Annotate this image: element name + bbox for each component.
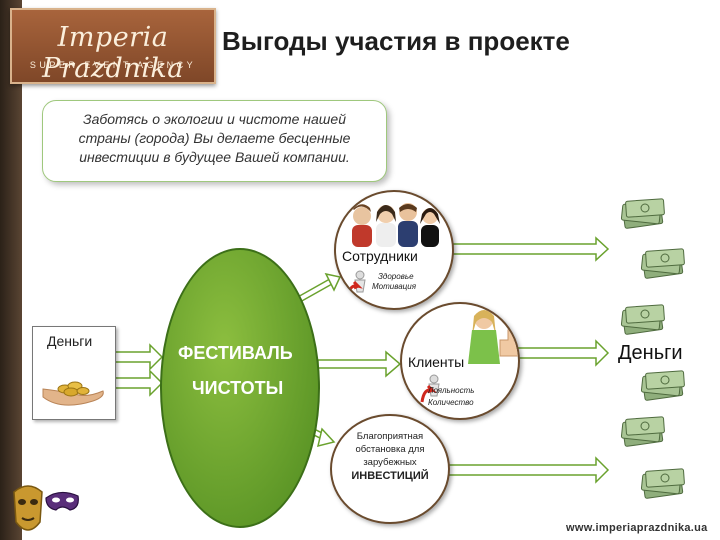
festival-ellipse xyxy=(160,248,320,528)
arrow-employees-to-money xyxy=(451,236,610,262)
festival-line-1: ФЕСТИВАЛЬ xyxy=(178,343,293,363)
investment-node: Благоприятная обстановка для зарубежных … xyxy=(330,414,450,524)
intro-line-2: страны (города) Вы делаете бесценные xyxy=(78,130,351,146)
money-stack-icon xyxy=(620,414,666,448)
arrow-money-to-festival-bottom xyxy=(111,369,164,397)
left-money-label: Деньги xyxy=(47,333,93,349)
employees-node: Сотрудники Здоровье Мотивация xyxy=(334,190,454,310)
right-money-label: Деньги xyxy=(618,342,683,364)
logo-tagline: SUPER EVENT AGENCY xyxy=(29,60,197,70)
logo-name: Imperia Prazdnika xyxy=(42,22,184,84)
growth-figure-icon xyxy=(420,374,440,403)
intro-line-3: инвестиции в будущее Вашей компании. xyxy=(79,149,350,165)
clients-benefit-1: Лояльность xyxy=(428,386,475,395)
employees-benefit-1: Здоровье xyxy=(378,272,414,281)
employees-benefit-2: Мотивация xyxy=(372,282,416,291)
arrow-festival-to-employees xyxy=(296,272,342,304)
left-decor-band xyxy=(0,0,22,540)
carnival-masks-icon xyxy=(13,485,79,531)
website-url: www.imperiaprazdnika.ua xyxy=(566,522,708,534)
money-stack-icon xyxy=(620,302,666,336)
money-stack-icon xyxy=(620,196,666,230)
people-group-icon xyxy=(352,203,440,247)
employees-label: Сотрудники xyxy=(342,248,418,264)
investment-line-1: Благоприятная xyxy=(356,431,424,442)
clients-benefit-2: Количество xyxy=(428,398,474,407)
arrow-investment-to-money xyxy=(447,456,610,484)
money-stack-icon xyxy=(640,368,686,402)
left-money-box: Деньги xyxy=(32,326,116,420)
investment-line-3: зарубежных xyxy=(363,457,417,468)
page-title: Выгоды участия в проекте xyxy=(222,26,570,56)
intro-box: Заботясь о экологии и чистоте нашей стра… xyxy=(42,100,387,182)
growth-figure-icon xyxy=(346,270,366,297)
money-stack-icon xyxy=(640,466,686,500)
coins-in-hand-icon xyxy=(42,381,104,406)
arrow-money-to-festival-top xyxy=(111,343,164,371)
clients-label: Клиенты xyxy=(408,354,465,370)
investment-line-4: ИНВЕСТИЦИЙ xyxy=(351,470,429,482)
clients-node: Клиенты Лояльность Количество xyxy=(400,302,520,420)
festival-line-2: ЧИСТОТЫ xyxy=(192,378,284,398)
investment-text: Благоприятная обстановка для зарубежных … xyxy=(332,430,448,483)
money-stack-icon xyxy=(640,246,686,280)
company-logo: Imperia Prazdnika SUPER EVENT AGENCY xyxy=(10,8,216,84)
thumbs-up-person-icon xyxy=(468,310,518,364)
investment-line-2: обстановка для xyxy=(355,444,425,455)
intro-line-1: Заботясь о экологии и чистоте нашей xyxy=(83,111,346,127)
arrow-festival-to-clients xyxy=(317,350,402,378)
